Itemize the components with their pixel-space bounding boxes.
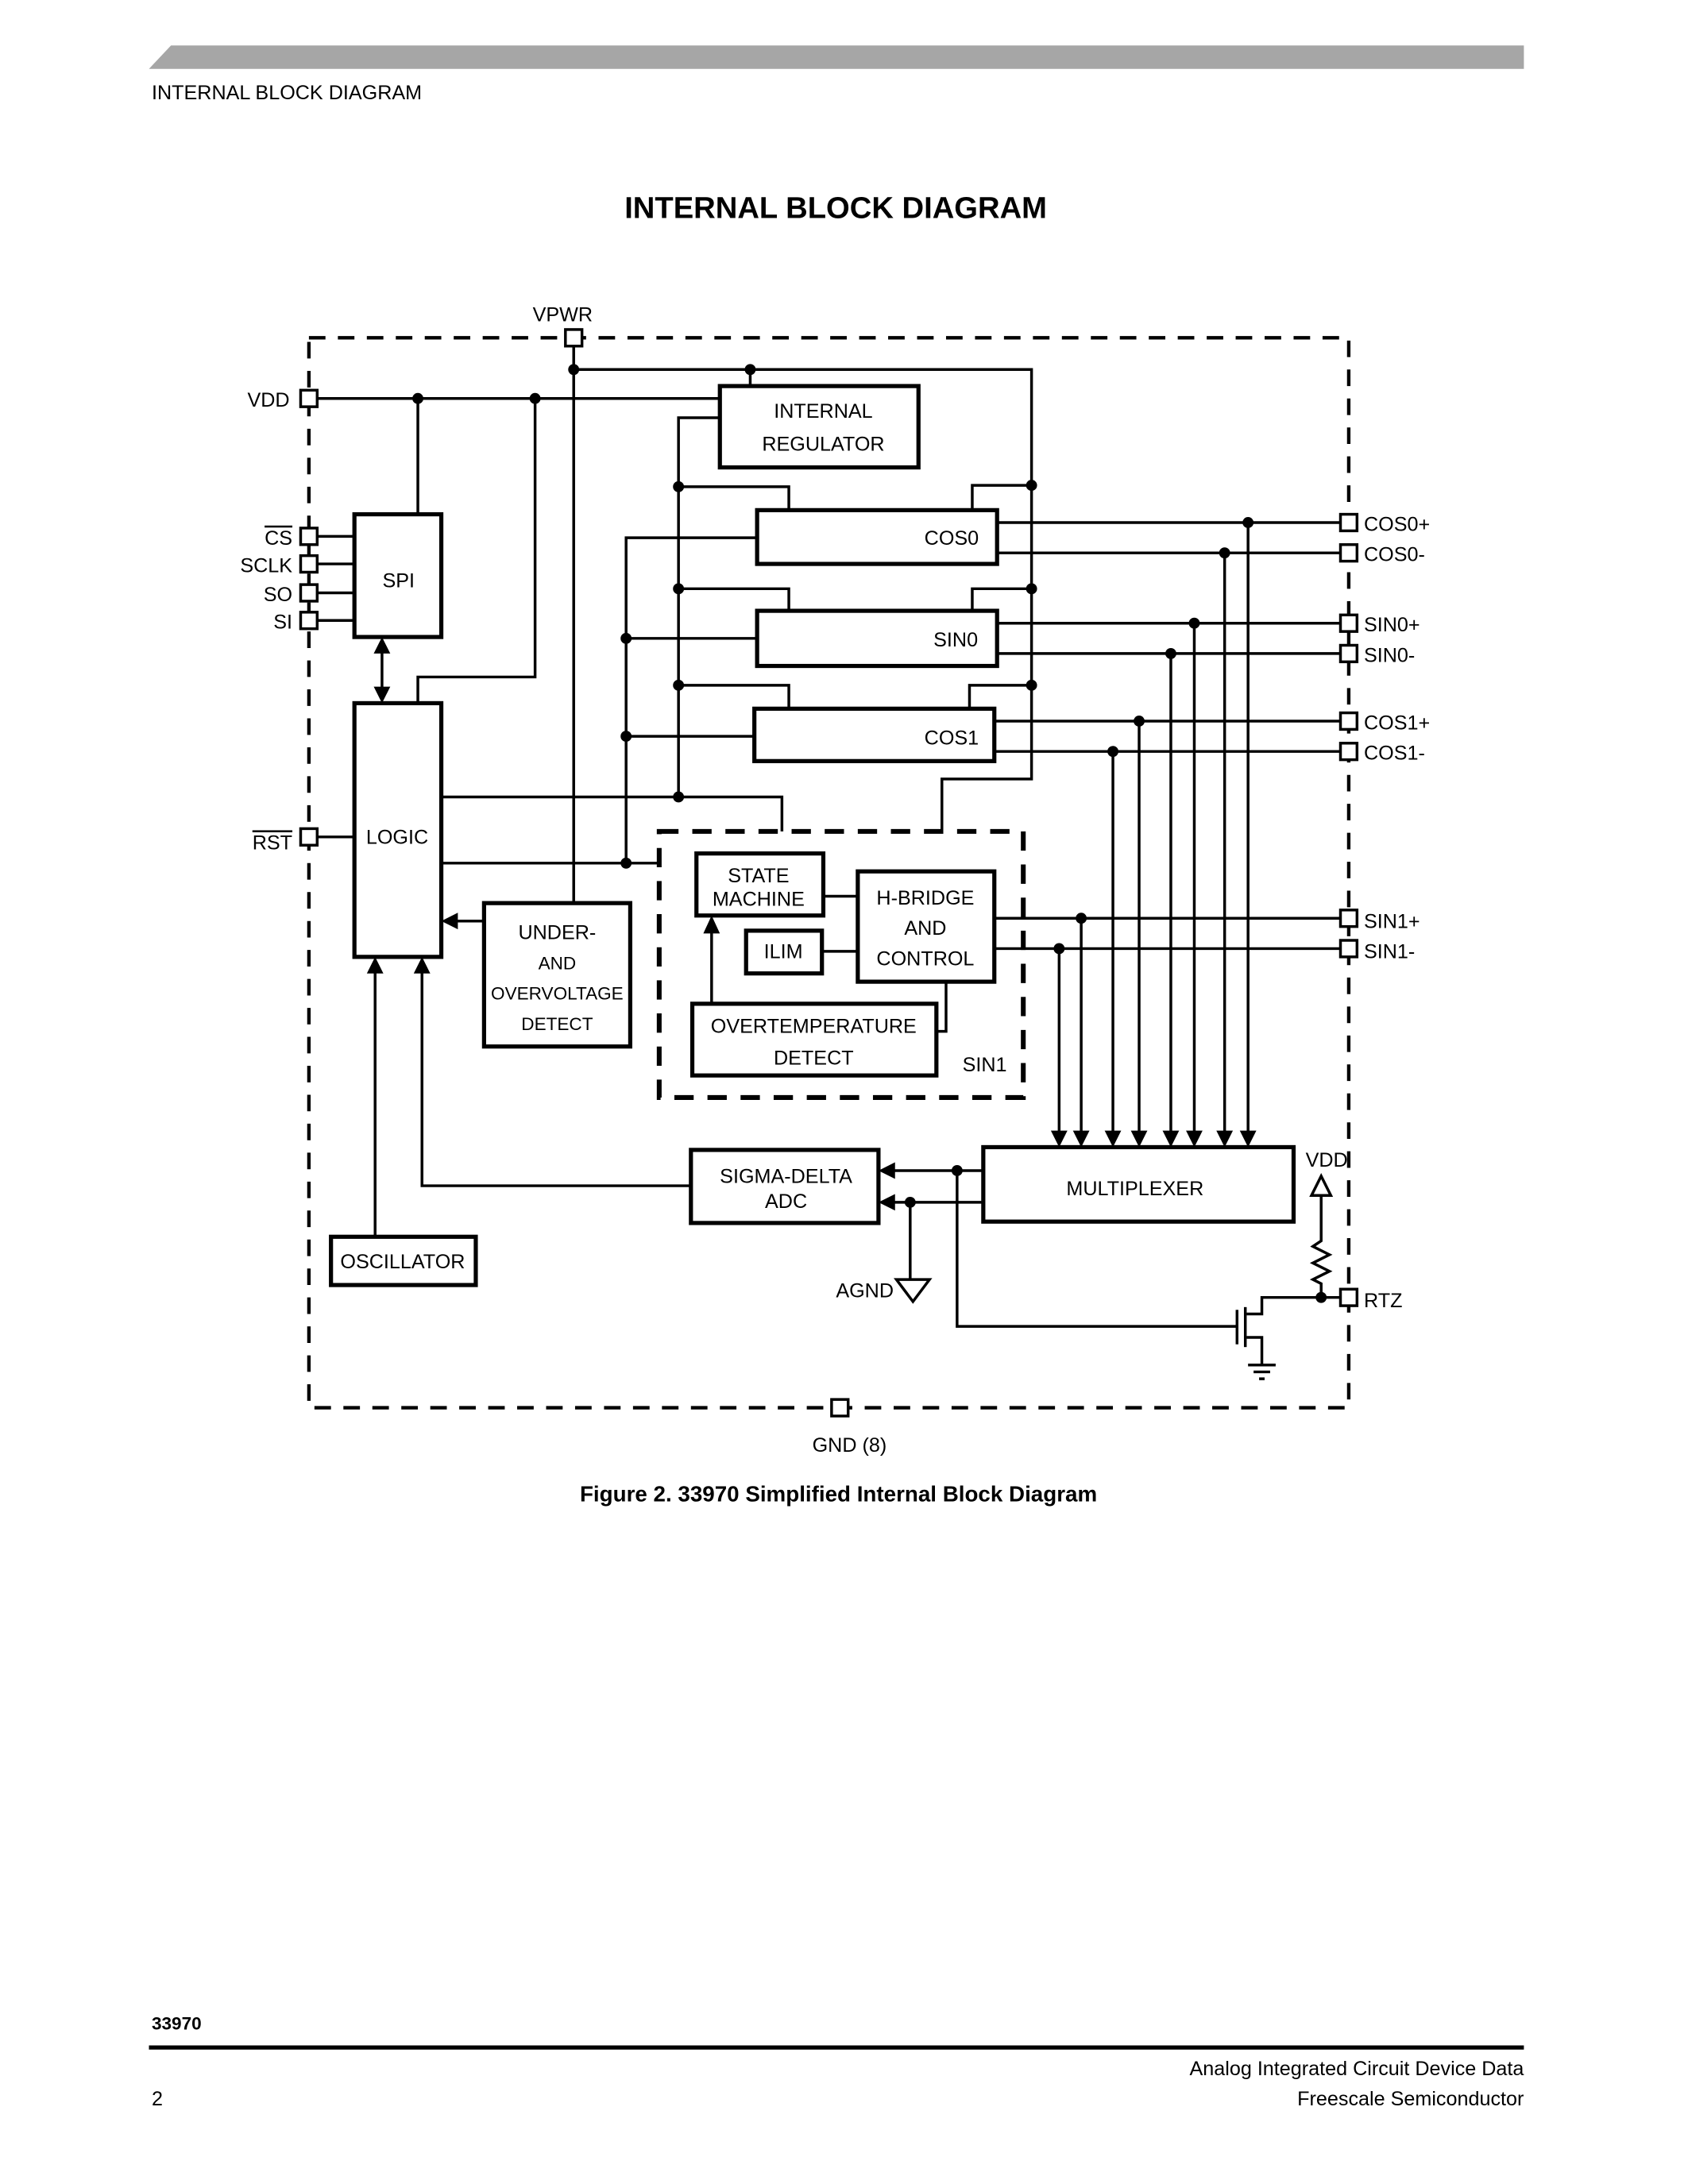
svg-text:SIN0-: SIN0- <box>1364 644 1415 666</box>
header-bar <box>149 45 1524 69</box>
pins: VPWR VDD CS SCLK SO SI RST COS0+ COS0- S… <box>240 304 1430 1457</box>
page-number: 2 <box>152 2088 163 2110</box>
svg-text:AND: AND <box>539 953 577 973</box>
svg-text:SI: SI <box>273 612 292 634</box>
svg-text:LOGIC: LOGIC <box>366 827 428 849</box>
svg-text:SO: SO <box>264 584 292 606</box>
svg-text:COS0+: COS0+ <box>1364 513 1430 535</box>
svg-text:VPWR: VPWR <box>533 304 593 326</box>
svg-text:AND: AND <box>904 917 946 940</box>
agnd-symbol-icon <box>894 1278 933 1304</box>
svg-text:SCLK: SCLK <box>240 554 292 577</box>
footer-part-number: 33970 <box>152 2014 202 2034</box>
svg-text:COS1-: COS1- <box>1364 743 1425 765</box>
svg-text:OVERTEMPERATURE: OVERTEMPERATURE <box>711 1015 917 1037</box>
uv-detect-block: UNDER- AND OVERVOLTAGE DETECT <box>481 901 633 1049</box>
svg-text:COS0: COS0 <box>925 527 979 550</box>
svg-text:INTERNAL: INTERNAL <box>774 400 872 423</box>
logic-block: LOGIC <box>352 700 444 959</box>
footer-line2: Freescale Semiconductor <box>1297 2088 1524 2110</box>
svg-text:REGULATOR: REGULATOR <box>762 434 884 456</box>
svg-text:AGND: AGND <box>836 1280 894 1302</box>
svg-text:UNDER-: UNDER- <box>518 921 596 943</box>
svg-text:COS0-: COS0- <box>1364 544 1425 566</box>
svg-text:DETECT: DETECT <box>521 1014 593 1034</box>
header-section: INTERNAL BLOCK DIAGRAM <box>152 82 422 104</box>
svg-text:OVERVOLTAGE: OVERVOLTAGE <box>491 984 624 1004</box>
svg-text:MACHINE: MACHINE <box>713 889 805 911</box>
multiplexer-block: MULTIPLEXER <box>981 1144 1296 1224</box>
svg-text:CS: CS <box>265 527 292 550</box>
figure-caption: Figure 2. 33970 Simplified Internal Bloc… <box>580 1482 1097 1507</box>
svg-text:SIGMA-DELTA: SIGMA-DELTA <box>720 1166 852 1188</box>
sin1-group: SIN1 <box>656 828 1026 1100</box>
svg-text:ILIM: ILIM <box>764 941 803 963</box>
svg-text:CONTROL: CONTROL <box>876 947 974 970</box>
svg-text:H-BRIDGE: H-BRIDGE <box>876 887 974 909</box>
svg-text:SIN1-: SIN1- <box>1364 941 1415 963</box>
spi-block: SPI <box>352 511 444 639</box>
svg-text:VDD: VDD <box>247 389 289 411</box>
block-diagram: INTERNAL REGULATOR SPI LOGIC COS0 SIN0 C… <box>240 304 1430 1457</box>
svg-text:SPI: SPI <box>382 570 415 592</box>
svg-text:SIN0+: SIN0+ <box>1364 614 1420 636</box>
ilim-block: ILIM <box>744 928 825 976</box>
sin0-block: SIN0 <box>755 608 999 669</box>
svg-text:ADC: ADC <box>765 1190 807 1213</box>
hbridge-block: H-BRIDGE AND CONTROL <box>856 869 997 984</box>
overtemp-block: OVERTEMPERATURE DETECT <box>689 1001 939 1078</box>
oscillator-block: OSCILLATOR <box>329 1234 478 1287</box>
adc-block: SIGMA-DELTA ADC <box>689 1148 881 1225</box>
arrowheads <box>366 637 1257 1211</box>
svg-text:SIN0: SIN0 <box>933 629 978 651</box>
junction-dots <box>412 364 1327 1303</box>
svg-text:COS1+: COS1+ <box>1364 712 1430 734</box>
state-machine-block: STATE MACHINE <box>694 851 826 918</box>
vdd-ref-arrow-icon <box>1309 1173 1334 1197</box>
svg-text:DETECT: DETECT <box>774 1047 854 1069</box>
cos0-block: COS0 <box>755 507 999 566</box>
svg-text:SIN1+: SIN1+ <box>1364 910 1420 932</box>
chip-boundary <box>307 336 1351 1410</box>
svg-text:VDD: VDD <box>1306 1149 1348 1171</box>
svg-text:GND (8): GND (8) <box>813 1434 887 1457</box>
internal-regulator-block: INTERNAL REGULATOR <box>717 384 921 470</box>
svg-text:SIN1: SIN1 <box>963 1054 1007 1076</box>
svg-text:MULTIPLEXER: MULTIPLEXER <box>1066 1178 1203 1200</box>
svg-text:RTZ: RTZ <box>1364 1290 1402 1312</box>
svg-text:RST: RST <box>253 832 292 854</box>
cos1-block: COS1 <box>752 706 997 763</box>
page-title: INTERNAL BLOCK DIAGRAM <box>624 191 1047 225</box>
footer-line1: Analog Integrated Circuit Device Data <box>1190 2058 1524 2080</box>
wires <box>317 345 1341 1380</box>
svg-text:COS1: COS1 <box>925 727 979 750</box>
svg-text:STATE: STATE <box>728 865 789 887</box>
svg-text:OSCILLATOR: OSCILLATOR <box>340 1251 465 1273</box>
